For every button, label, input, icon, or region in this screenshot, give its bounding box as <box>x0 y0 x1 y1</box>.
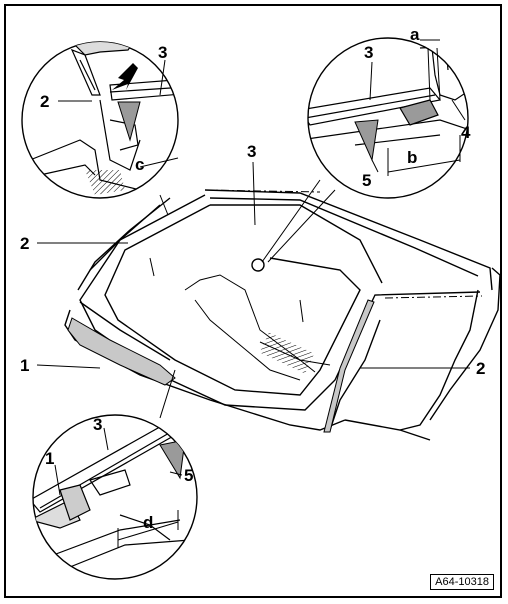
label-5-top-right: 5 <box>362 171 371 190</box>
label-d: d <box>143 513 153 532</box>
label-3-main: 3 <box>247 142 256 161</box>
detail-circle-top-left <box>21 41 179 199</box>
glass-reflections <box>149 257 304 323</box>
label-a: a <box>410 25 420 44</box>
main-callouts <box>36 161 470 369</box>
detail-circle-top-right <box>307 37 469 199</box>
label-2-main-left: 2 <box>20 234 29 253</box>
arrow-icon <box>112 63 138 90</box>
label-3-bottom-left: 3 <box>93 415 102 434</box>
label-1-main: 1 <box>20 356 29 375</box>
label-4: 4 <box>461 123 471 142</box>
label-5-bottom-left: 5 <box>184 466 193 485</box>
cowl-seal <box>67 317 176 386</box>
detail-circle-bottom-left <box>32 414 198 580</box>
mirror-mount <box>251 258 265 272</box>
diagram-frame <box>4 4 502 598</box>
reference-code: A64-10318 <box>430 574 494 590</box>
label-2-main-right: 2 <box>476 359 485 378</box>
car-body <box>64 189 501 441</box>
label-1-bottom-left: 1 <box>45 449 54 468</box>
label-3-top-right: 3 <box>364 43 373 62</box>
label-2-top-left: 2 <box>40 92 49 111</box>
label-c: c <box>135 155 144 174</box>
detail-pointers <box>159 179 336 419</box>
label-3-top-left: 3 <box>158 43 167 62</box>
label-b: b <box>407 148 417 167</box>
dash-hatch <box>259 332 315 374</box>
alignment-lines <box>204 189 483 299</box>
side-seal <box>323 299 375 433</box>
